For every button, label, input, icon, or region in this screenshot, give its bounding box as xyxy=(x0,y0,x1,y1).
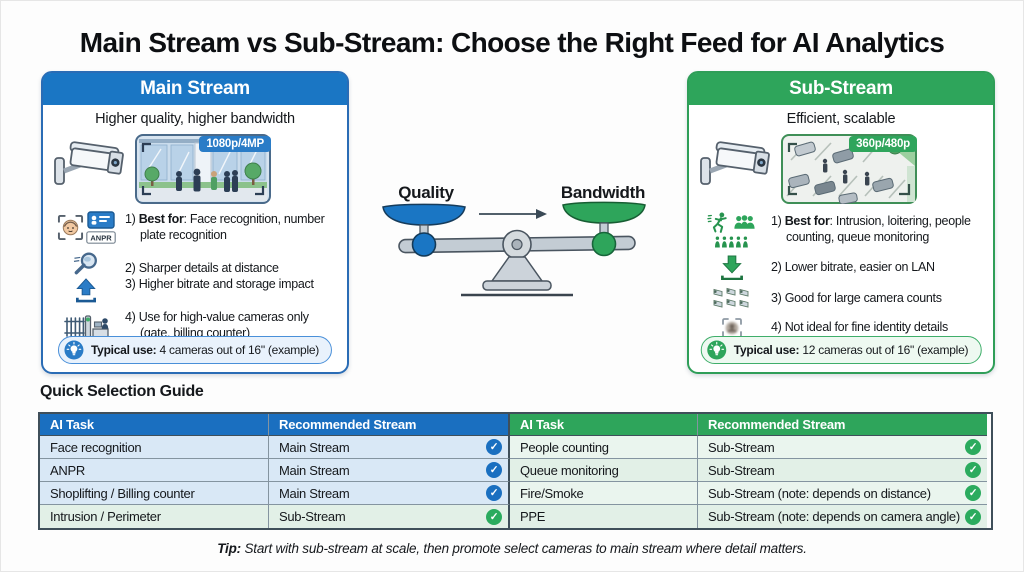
task-cell: Queue monitoring xyxy=(510,459,698,482)
check-icon xyxy=(965,485,981,501)
magnifier-icon xyxy=(73,252,97,275)
task-cell: ANPR xyxy=(40,459,269,482)
feature-text: 2) Sharper details at distance 3) Higher… xyxy=(125,261,314,291)
list-item: ANPR 1) Best for: Face recognition, numb… xyxy=(55,211,337,244)
camera-fleet-icon xyxy=(713,287,749,308)
sub-stream-feature-list: 1) Best for: Intrusion, loitering, peopl… xyxy=(701,211,983,339)
stream-cell: Sub-Stream (note: depends on distance) xyxy=(698,482,987,505)
scale-right-label: Bandwidth xyxy=(560,183,646,202)
list-item: 4) Use for high-value cameras only (gate… xyxy=(55,310,337,341)
check-icon xyxy=(965,508,981,525)
sub-stream-subtitle: Efficient, scalable xyxy=(786,111,896,127)
typical-use-text: Typical use: 4 cameras out of 16" (examp… xyxy=(90,343,320,357)
feature-text: 4) Use for high-value cameras only (gate… xyxy=(125,310,309,340)
check-icon xyxy=(965,462,981,478)
storefront-scene xyxy=(135,134,271,204)
balance-scale-graphic xyxy=(382,201,646,297)
feature-text: 4) Not ideal for fine identity details xyxy=(771,320,948,335)
sub-stream-thumbnail: 360p/480p xyxy=(779,134,919,205)
running-person-icon xyxy=(707,212,727,233)
list-item: 3) Good for large camera counts xyxy=(701,287,983,310)
typical-use-pill: Typical use: 12 cameras out of 16" (exam… xyxy=(700,336,982,364)
gate-counter-icon xyxy=(64,314,109,339)
main-stream-media: 1080p/4MP xyxy=(53,133,339,205)
stream-cell: Sub-Stream (note: depends on camera angl… xyxy=(698,505,987,528)
list-item: 2) Sharper details at distance 3) Higher… xyxy=(55,251,337,303)
typical-use-text: Typical use: 12 cameras out of 16" (exam… xyxy=(733,343,969,357)
column-header: Recommended Stream xyxy=(269,414,510,436)
task-cell: Face recognition xyxy=(40,436,269,459)
resolution-badge: 360p/480p xyxy=(849,136,917,152)
cctv-camera-icon xyxy=(54,141,124,185)
main-stream-header: Main Stream xyxy=(43,73,347,105)
check-icon xyxy=(965,439,981,455)
parking-lot-scene xyxy=(781,134,917,205)
face-scan-icon xyxy=(57,214,83,241)
svg-text:ANPR: ANPR xyxy=(90,234,112,243)
id-card-icon xyxy=(86,211,115,229)
scale-left-label: Quality xyxy=(398,183,454,202)
sub-stream-header: Sub-Stream xyxy=(689,73,993,105)
column-header: AI Task xyxy=(510,414,698,436)
stream-cell: Sub-Stream xyxy=(269,505,510,528)
stream-cell: Main Stream xyxy=(269,436,510,459)
main-stream-feature-list: ANPR 1) Best for: Face recognition, numb… xyxy=(55,211,337,341)
task-cell: People counting xyxy=(510,436,698,459)
feature-text: 3) Good for large camera counts xyxy=(771,290,942,305)
cctv-camera-icon xyxy=(700,141,770,185)
task-cell: PPE xyxy=(510,505,698,528)
upload-icon xyxy=(76,278,96,303)
check-icon xyxy=(486,462,502,478)
lightbulb-icon xyxy=(707,340,727,360)
column-header: AI Task xyxy=(40,414,269,436)
check-icon xyxy=(486,439,502,455)
page-title: Main Stream vs Sub-Stream: Choose the Ri… xyxy=(79,27,945,58)
arrow-right-icon xyxy=(479,209,547,219)
resolution-badge: 1080p/4MP xyxy=(199,136,271,152)
quality-bandwidth-scale: Quality Bandwidth xyxy=(371,183,663,297)
stream-cell: Main Stream xyxy=(269,482,510,505)
footer-tip: Tip: Start with sub-stream at scale, the… xyxy=(217,541,807,556)
stream-cell: Main Stream xyxy=(269,459,510,482)
stream-cell: Sub-Stream xyxy=(698,459,987,482)
anpr-plate-icon: ANPR xyxy=(85,231,116,244)
guide-title: Quick Selection Guide xyxy=(40,383,204,400)
people-group-icon xyxy=(734,215,755,229)
task-cell: Shoplifting / Billing counter xyxy=(40,482,269,505)
check-icon xyxy=(486,508,502,525)
feature-text: 1) Best for: Intrusion, loitering, peopl… xyxy=(771,213,971,244)
task-cell: Fire/Smoke xyxy=(510,482,698,505)
feature-text: 2) Lower bitrate, easier on LAN xyxy=(771,259,935,274)
sub-stream-media: 360p/480p xyxy=(699,133,985,205)
main-stream-panel: Main Stream Higher quality, higher bandw… xyxy=(41,71,349,374)
list-item: 2) Lower bitrate, easier on LAN xyxy=(701,255,983,280)
stream-cell: Sub-Stream xyxy=(698,436,987,459)
list-item: 1) Best for: Intrusion, loitering, peopl… xyxy=(701,211,983,248)
people-row-icon xyxy=(715,236,748,248)
typical-use-pill: Typical use: 4 cameras out of 16" (examp… xyxy=(57,336,333,364)
sub-stream-panel: Sub-Stream Efficient, scalable xyxy=(687,71,995,374)
task-cell: Intrusion / Perimeter xyxy=(40,505,269,528)
lightbulb-icon xyxy=(64,340,84,360)
quick-selection-table: AI Task Recommended Stream AI Task Recom… xyxy=(38,412,993,530)
download-icon xyxy=(721,255,743,280)
check-icon xyxy=(486,485,502,501)
feature-text: 1) Best for: Face recognition, number pl… xyxy=(125,211,325,242)
column-header: Recommended Stream xyxy=(698,414,987,436)
main-stream-subtitle: Higher quality, higher bandwidth xyxy=(95,111,295,127)
main-stream-thumbnail: 1080p/4MP xyxy=(133,134,273,204)
